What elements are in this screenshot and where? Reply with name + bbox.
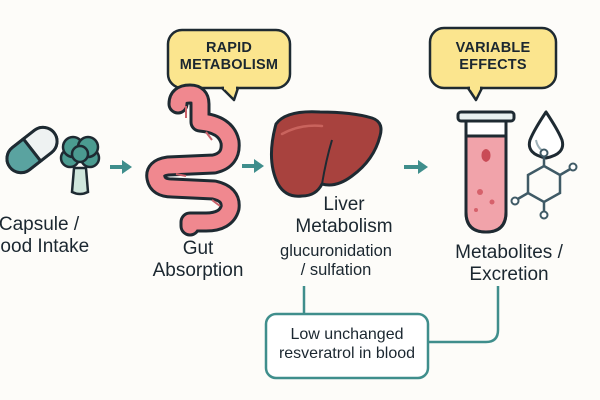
- intestine-icon: [145, 83, 241, 237]
- arrow-liver-to-excretion: [404, 160, 428, 174]
- step-label-intake: Capsule / Food Intake: [0, 214, 106, 259]
- arrow-intake-to-gut: [110, 160, 132, 174]
- arrow-gut-to-liver: [242, 159, 264, 173]
- step-intake-line-1: Capsule /: [0, 214, 80, 235]
- step-intake-line-2: Food Intake: [0, 236, 90, 258]
- step-label-gut: Gut Absorption: [140, 238, 256, 283]
- callout-gut-line-1: RAPID: [205, 40, 253, 56]
- step-excretion-line-1: Metabolites /: [455, 242, 563, 263]
- step-liver-sublabel: glucuronidation / sulfation: [246, 242, 426, 281]
- callout-gut-line-2: METABOLISM: [179, 57, 279, 74]
- callout-excretion-line-1: VARIABLE: [455, 40, 531, 56]
- step-liver-line-2: Metabolism: [295, 216, 393, 238]
- note-line-2: resveratrol in blood: [278, 344, 416, 362]
- test-tube-icon: [456, 110, 516, 234]
- step-excretion-line-2: Excretion: [469, 264, 549, 286]
- note-label: Low unchanged resveratrol in blood: [266, 326, 428, 364]
- callout-bubble-excretion: [428, 26, 558, 102]
- step-label-liver: Liver Metabolism: [262, 194, 426, 239]
- callout-gut-label: RAPID METABOLISM: [168, 40, 290, 74]
- step-liver-subline-2: / sulfation: [300, 261, 372, 280]
- broccoli-icon: [59, 135, 101, 196]
- callout-excretion-label: VARIABLE EFFECTS: [430, 40, 556, 74]
- molecule-icon: [510, 148, 578, 220]
- step-gut-line-1: Gut: [182, 238, 214, 259]
- callout-bubble-gut: [166, 28, 292, 102]
- note-line-1: Low unchanged: [290, 326, 404, 343]
- step-liver-subline-1: glucuronidation: [280, 242, 392, 260]
- connector-lines: [302, 286, 500, 344]
- step-liver-line-1: Liver: [323, 194, 365, 215]
- liver-icon: [270, 110, 383, 198]
- capsule-icon: [5, 125, 59, 175]
- step-label-excretion: Metabolites / Excretion: [434, 242, 584, 287]
- callout-excretion-line-2: EFFECTS: [459, 57, 527, 74]
- note-box: [264, 312, 430, 380]
- step-gut-line-2: Absorption: [152, 260, 244, 282]
